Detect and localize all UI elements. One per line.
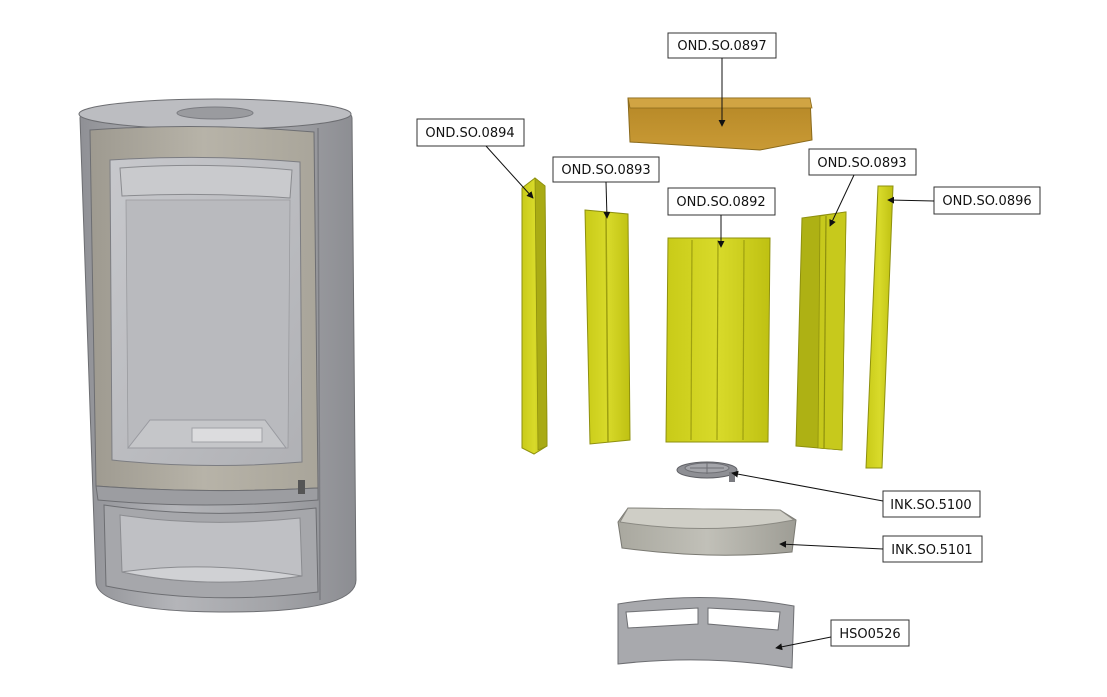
label-ond-so-0893-left: OND.SO.0893 — [552, 156, 660, 183]
svg-text:OND.SO.0893: OND.SO.0893 — [817, 156, 906, 171]
leader-ond-so-0894 — [485, 145, 534, 199]
stove-flue-opening — [176, 106, 254, 120]
stove-side-seam — [317, 127, 321, 601]
leader-ond-so-0893-left — [603, 181, 611, 219]
part-side-brick-right — [865, 185, 894, 469]
svg-text:HSO0526: HSO0526 — [839, 627, 900, 642]
part-top-brick — [627, 97, 813, 151]
svg-text:OND.SO.0892: OND.SO.0892 — [676, 195, 765, 210]
label-ond-so-0896: OND.SO.0896 — [933, 186, 1041, 215]
svg-text:OND.SO.0897: OND.SO.0897 — [677, 39, 766, 54]
label-hso0526: HSO0526 — [830, 619, 910, 647]
inner-chamber — [125, 199, 291, 449]
inner-grate-opening — [191, 427, 263, 443]
label-ond-so-0894: OND.SO.0894 — [416, 118, 525, 147]
svg-text:OND.SO.0893: OND.SO.0893 — [561, 163, 650, 178]
svg-text:INK.SO.5100: INK.SO.5100 — [890, 498, 971, 513]
baffle — [119, 164, 293, 199]
label-ond-so-0893-right: OND.SO.0893 — [808, 148, 917, 176]
leader-hso0526 — [775, 636, 832, 651]
label-ink-so-5100: INK.SO.5100 — [882, 490, 981, 518]
part-grate — [676, 461, 738, 482]
svg-text:OND.SO.0896: OND.SO.0896 — [942, 194, 1031, 209]
part-side-brick-left — [521, 177, 548, 455]
part-lower-door — [617, 597, 795, 669]
leader-ink-so-5100 — [731, 470, 884, 502]
label-ond-so-0892: OND.SO.0892 — [667, 187, 776, 216]
svg-text:INK.SO.5101: INK.SO.5101 — [891, 543, 972, 558]
storage-floor — [121, 566, 303, 583]
label-ond-so-0897: OND.SO.0897 — [667, 32, 777, 59]
leader-ink-so-5101 — [779, 540, 884, 550]
label-ink-so-5101: INK.SO.5101 — [882, 535, 983, 563]
door-bottom-band — [95, 485, 319, 506]
leader-ond-so-0893-right — [829, 174, 855, 227]
svg-text:OND.SO.0894: OND.SO.0894 — [425, 126, 514, 141]
leader-ond-so-0896 — [887, 196, 935, 204]
door-latch — [298, 480, 305, 494]
stove-assembly — [78, 98, 357, 613]
part-ash-tray — [617, 507, 797, 556]
part-back-brick-left — [584, 209, 631, 445]
part-back-brick-right — [795, 211, 847, 451]
part-back-brick-center — [665, 237, 771, 443]
